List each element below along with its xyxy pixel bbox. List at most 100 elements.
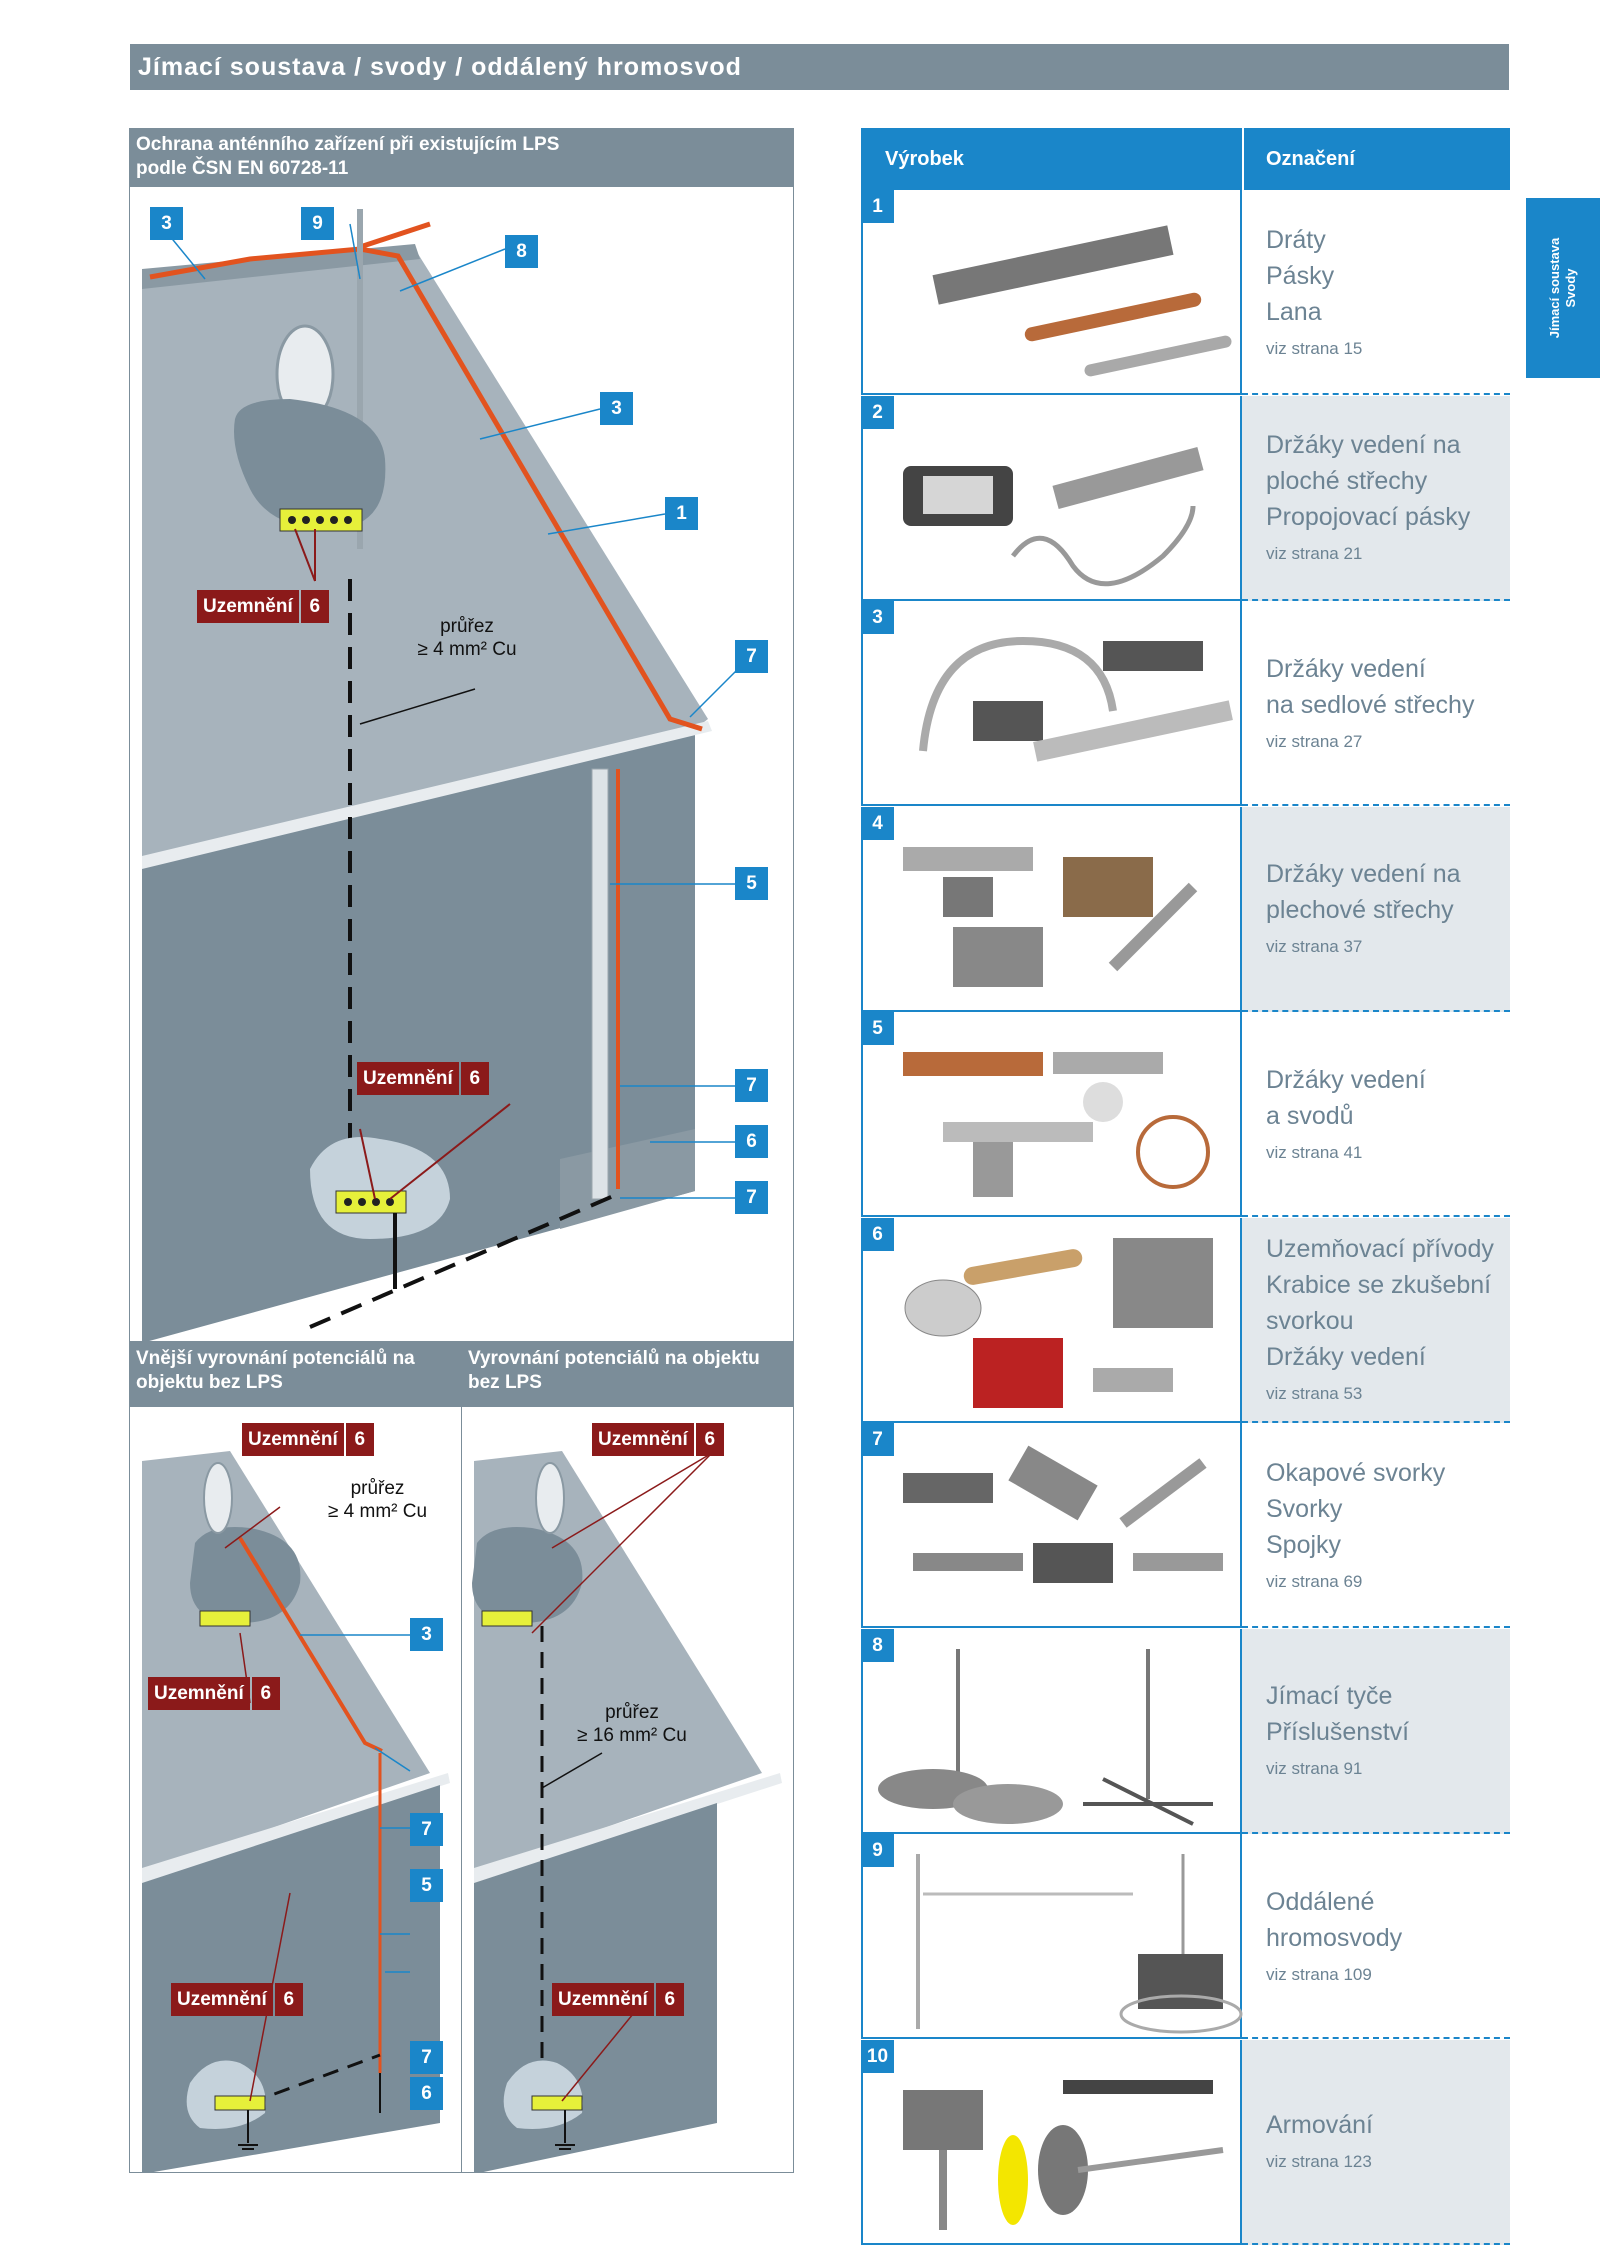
product-picture [903,846,1198,987]
row-divider [1242,598,1510,601]
product-image [861,601,1242,806]
product-name-line: Jímací tyče [1266,1682,1393,1710]
cross-section-label: průřez ≥ 4 mm² Cu [327,1478,428,1522]
row-number-badge: 4 [861,806,894,840]
callout-7[interactable]: 7 [735,640,768,673]
product-name-line: Držáky vedení [1266,1065,1426,1094]
callout-3[interactable]: 3 [150,207,183,240]
row-number-badge: 2 [861,395,894,429]
row-number-badge: 7 [861,1423,894,1456]
grounding-label: Uzemnění 6 [552,1983,684,2016]
product-image [861,1423,1242,1628]
row-divider [1242,1626,1510,1628]
page-reference[interactable]: viz strana 21 [1266,544,1363,563]
page-reference[interactable]: viz strana 69 [1266,1571,1363,1591]
cross-section-label: průřez ≥ 4 mm² Cu [417,616,517,660]
product-image [861,190,1242,395]
diagram-bonding-no-lps: Vyrovnání potenciálů na objektu bez LPS … [461,1342,794,2173]
callout-6[interactable]: 6 [735,1125,768,1158]
product-picture [903,1052,1210,1197]
row-number-badge: 10 [861,2039,894,2073]
product-picture [903,1445,1223,1583]
page-reference[interactable]: viz strana 15 [1266,338,1363,358]
callout-7[interactable]: 7 [735,1181,768,1214]
product-name-line: svorkou [1266,1307,1354,1335]
column-header-product: Výrobek [885,148,964,170]
page-reference[interactable]: viz strana 109 [1266,1964,1372,1984]
diagram-external-bonding: Vnější vyrovnání potenciálů na objektu b… [129,1342,462,2173]
callout-3[interactable]: 3 [410,1618,443,1651]
diagram-title: Vyrovnání potenciálů na objektu bez LPS [462,1343,793,1407]
product-picture [919,636,1233,762]
row-divider [1242,1215,1510,1217]
row-divider [1242,1420,1510,1423]
callout-7[interactable]: 7 [735,1069,768,1102]
product-description: Armování viz strana 123 [1266,2040,1500,2245]
callout-5[interactable]: 5 [410,1869,443,1902]
product-picture [904,1237,1213,1408]
product-name-line: Spojky [1266,1530,1342,1559]
diagram-title-line2: bez LPS [468,1372,542,1393]
grounding-label: Uzemnění 6 [592,1423,724,1456]
page-reference[interactable]: viz strana 37 [1266,937,1363,956]
page-reference[interactable]: viz strana 41 [1266,1142,1363,1162]
page-reference[interactable]: viz strana 53 [1266,1384,1363,1403]
product-picture [916,1854,1243,2034]
product-image [861,1012,1242,1217]
diagram-title-line2: objektu bez LPS [136,1372,283,1393]
section-tab[interactable]: Jímací soustava Svody [1526,198,1600,378]
row-divider [1242,804,1510,806]
product-picture [932,225,1232,377]
product-name-line: ploché střechy [1266,467,1428,495]
callout-8[interactable]: 8 [505,235,538,268]
diagram-title-line2: podle ČSN EN 60728-11 [136,158,349,179]
page-reference[interactable]: viz strana 91 [1266,1759,1363,1778]
callout-1[interactable]: 1 [665,497,698,530]
diagram-antenna-protection: Ochrana anténního zařízení při existujíc… [129,128,794,1342]
product-name-line: Oddálené hromosvody [1266,1887,1403,1952]
building-illustration [142,209,751,1341]
callout-6[interactable]: 6 [410,2077,443,2110]
product-image [861,2039,1242,2245]
row-number-badge: 1 [861,190,894,223]
product-name-line: Příslušenství [1266,1718,1410,1746]
product-image [861,1217,1242,1423]
grounding-label: Uzemnění 6 [148,1677,280,1710]
section-tab-line1: Jímací soustava [1547,237,1562,339]
row-number-badge: 9 [861,1834,894,1867]
table-row[interactable]: 10 Armování viz strana 123 [861,2039,1510,2245]
product-name-line: Armování [1266,2111,1373,2139]
product-name-line: Propojovací pásky [1266,503,1471,531]
diagram-title: Ochrana anténního zařízení při existujíc… [130,129,793,187]
callout-7[interactable]: 7 [410,1813,443,1846]
callout-3[interactable]: 3 [600,392,633,425]
product-picture [878,1648,1213,1826]
page-reference[interactable]: viz strana 123 [1266,2152,1372,2171]
callout-7[interactable]: 7 [410,2041,443,2074]
page-reference[interactable]: viz strana 27 [1266,731,1363,751]
callout-5[interactable]: 5 [735,867,768,900]
callout-9[interactable]: 9 [301,207,334,240]
building-illustration [472,1451,782,2172]
row-number-badge: 3 [861,601,894,634]
table-header: Výrobek Označení [861,128,1510,190]
diagram-title-line1: Ochrana anténního zařízení při existujíc… [136,134,560,155]
column-divider [1242,128,1244,190]
row-divider [1242,2242,1510,2245]
product-picture [903,446,1204,586]
table-row[interactable]: 9 Oddálené hromosvody viz strana 109 [861,1834,1510,2039]
